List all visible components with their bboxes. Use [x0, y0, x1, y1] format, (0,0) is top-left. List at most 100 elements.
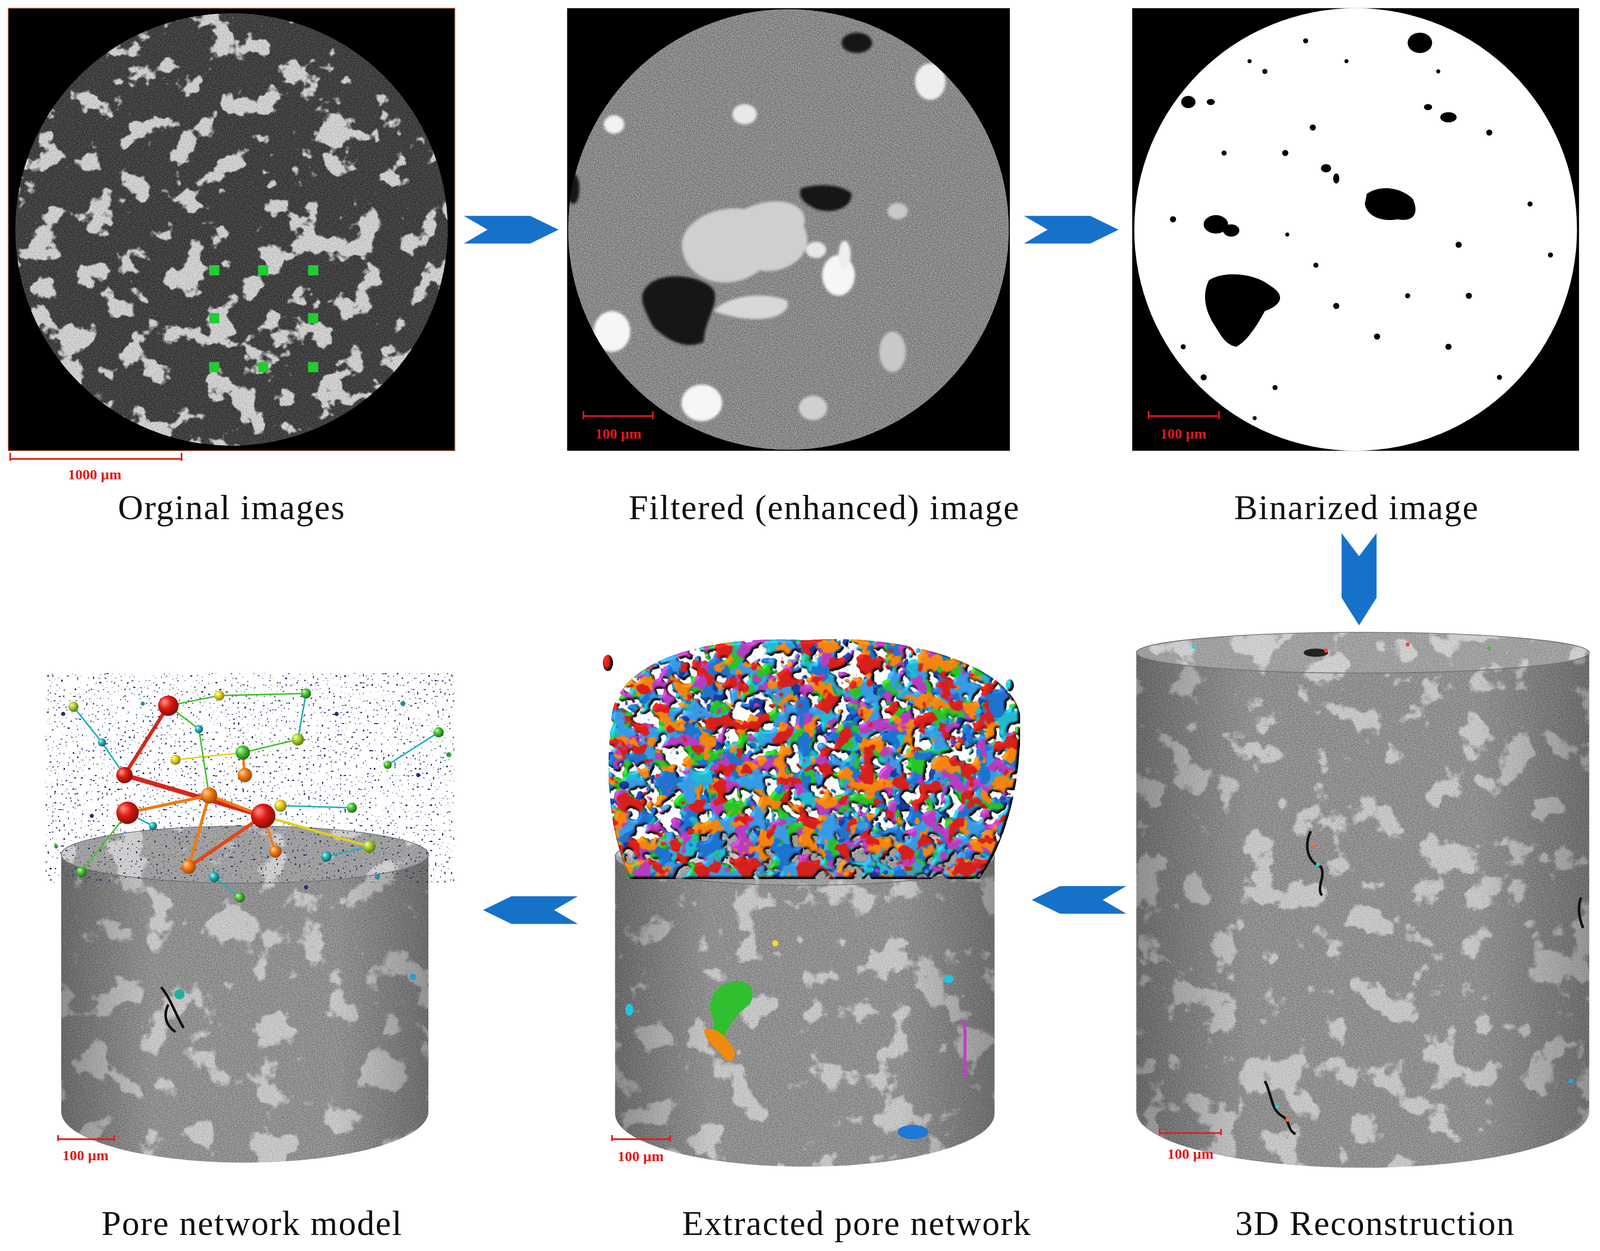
surface-pore: [772, 940, 779, 947]
pore-body: [251, 803, 276, 829]
grain-feature: [642, 276, 715, 345]
extracted-pores: [601, 637, 1022, 883]
pore-region: [1497, 374, 1503, 381]
pore-region: [1333, 173, 1340, 184]
pore-dots: [45, 673, 454, 883]
original-ct-slice: [15, 13, 448, 446]
pore-body: [214, 690, 225, 701]
pore-region: [1455, 241, 1463, 249]
pore-body: [149, 822, 158, 831]
image-panel: Filtered (enhanced) image100 µm: [567, 8, 1011, 452]
grain-feature: [714, 295, 788, 320]
scale-label: 1000 µm: [68, 467, 122, 482]
panel-caption: Filtered (enhanced) image: [628, 489, 1021, 527]
reconstruction-cylinder: [1136, 632, 1589, 674]
surface-pore: [963, 1020, 966, 1078]
pore-body: [234, 892, 245, 903]
throat: [297, 693, 307, 740]
binarized-slice: [1132, 8, 1580, 451]
sample-marker: [208, 313, 220, 324]
grain-feature: [800, 185, 852, 212]
pore-dots: [446, 752, 452, 758]
pore-region: [1223, 224, 1240, 237]
scale-label: 100 µm: [617, 1149, 664, 1164]
pore-body: [237, 767, 252, 783]
sample-marker: [208, 265, 319, 373]
pore-body: [363, 840, 376, 853]
pore-speck: [1405, 642, 1410, 647]
scale-bar: [58, 1135, 115, 1142]
pore-body: [291, 733, 305, 746]
grain-feature: [838, 240, 851, 270]
scale-bar: [612, 1135, 671, 1142]
network-cylinder: [61, 854, 429, 1163]
pore-region: [1285, 232, 1290, 237]
grain-feature: [732, 103, 757, 125]
reconstruction-cylinder: [1136, 632, 1589, 674]
throat: [127, 795, 210, 814]
pore-region: [1221, 150, 1227, 156]
flow-arrow: [463, 216, 559, 244]
pore-region: [1272, 385, 1278, 391]
scale-label: 100 µm: [595, 426, 642, 442]
scale-bar: [1158, 1129, 1161, 1136]
image-panel: Binarized image100 µm: [1132, 8, 1580, 452]
sample-marker: [257, 361, 269, 373]
pore-region: [1374, 333, 1381, 341]
throat: [73, 693, 439, 898]
grain-feature: [567, 32, 946, 422]
pore-dots: [53, 701, 452, 890]
pore-speck: [1275, 1104, 1279, 1109]
figure: [8, 8, 1590, 1169]
pore-body: [201, 787, 218, 804]
extracted-pores: [602, 654, 613, 672]
pore-trace: [409, 973, 417, 981]
throat: [124, 705, 169, 776]
filtered-slice: [567, 8, 1010, 451]
pore-region: [1303, 38, 1309, 44]
scale-bar: [611, 1135, 613, 1142]
throat: [175, 752, 243, 761]
grain-feature: [593, 311, 631, 353]
throat: [387, 732, 439, 766]
pore-body: [181, 859, 196, 874]
pore-dots: [416, 773, 421, 778]
extracted-pores: [601, 637, 1022, 883]
pore-region: [1465, 292, 1473, 300]
pore-speck: [1191, 642, 1574, 1123]
pore-body: [76, 867, 87, 878]
extracted-pores: [978, 765, 991, 785]
pore-dots: [53, 844, 58, 849]
sample-marker: [307, 313, 319, 324]
scale-bar: [1220, 1129, 1222, 1136]
pore-region: [1200, 374, 1208, 381]
pore-dots: [89, 814, 94, 818]
scale-bar: [180, 452, 183, 461]
pore-region: [1206, 99, 1215, 106]
pore-body: [208, 871, 220, 883]
original-ct-slice: [8, 8, 456, 461]
extracted-pores: [1005, 679, 1015, 692]
pore-trace: [1578, 897, 1583, 929]
scale-bar: [10, 458, 182, 460]
pore-body: [383, 761, 392, 770]
pore-region: [1405, 293, 1411, 299]
pore-body: [346, 802, 358, 814]
sample-marker: [307, 361, 319, 373]
scale-bar: [9, 452, 11, 461]
pore-region: [1170, 32, 1554, 421]
pore-region: [1320, 164, 1331, 173]
pore-dots: [400, 701, 406, 707]
scale-bar: [583, 415, 653, 417]
pore-body: [170, 754, 181, 766]
reconstruction-cylinder: [1136, 652, 1589, 1169]
reconstruction-cylinder: [1136, 632, 1589, 1169]
pore-body: [321, 851, 332, 862]
grain-feature: [681, 201, 808, 283]
flow-arrow: [483, 896, 579, 925]
pore-region: [1262, 68, 1268, 75]
pore-region: [1548, 252, 1554, 258]
